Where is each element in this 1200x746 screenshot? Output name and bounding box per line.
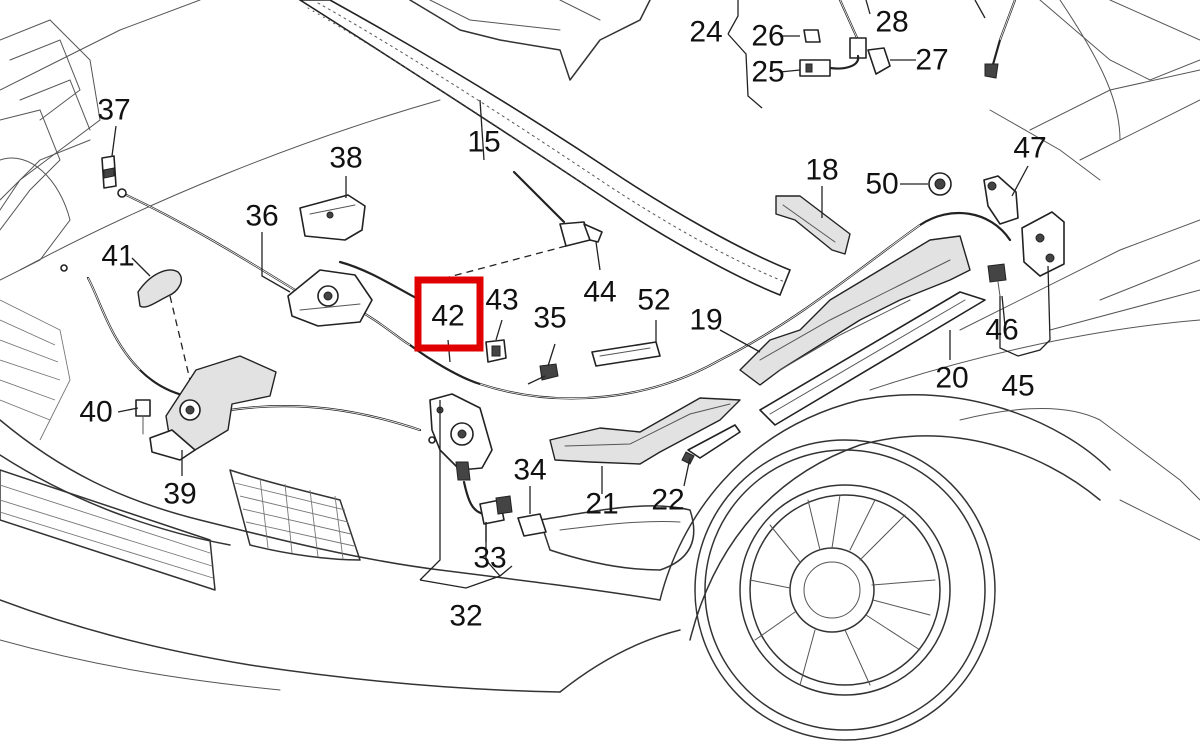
callout-38: 38 — [329, 142, 362, 175]
callout-37: 37 — [97, 94, 130, 127]
part-45-bracket — [1021, 211, 1065, 277]
callout-33: 33 — [473, 542, 506, 575]
part-21-panel — [549, 397, 741, 465]
callout-25: 25 — [751, 56, 784, 89]
part-18 — [775, 195, 851, 255]
callout-41: 41 — [101, 240, 134, 273]
callout-15: 15 — [467, 126, 500, 159]
part-33-sensor — [455, 461, 513, 525]
hood-seal-strip — [298, 0, 792, 297]
part-44-cable-tie — [429, 170, 603, 283]
callout-34: 34 — [513, 454, 546, 487]
callout-36: 36 — [245, 200, 278, 233]
callout-42: 42 — [431, 300, 464, 333]
release-cable — [60, 188, 1012, 444]
callout-21: 21 — [585, 488, 618, 521]
callout-28: 28 — [875, 6, 908, 39]
callout-47: 47 — [1013, 132, 1046, 165]
callout-45: 45 — [1001, 370, 1034, 403]
callout-18: 18 — [805, 154, 838, 187]
part-47-sensor — [983, 175, 1019, 225]
part-52-bracket — [591, 341, 661, 367]
callout-46: 46 — [985, 314, 1018, 347]
callout-52: 52 — [637, 284, 670, 317]
part-37-clip — [101, 155, 117, 189]
part-39-lever-bracket — [149, 355, 277, 461]
car-body-outline — [0, 0, 1200, 693]
part-36-latch — [287, 269, 373, 327]
part-19-seal — [739, 235, 971, 386]
callout-20: 20 — [935, 362, 968, 395]
callout-26: 26 — [751, 20, 784, 53]
callout-43: 43 — [485, 284, 518, 317]
callout-44: 44 — [583, 276, 616, 309]
callout-24: 24 — [689, 16, 722, 49]
callout-50: 50 — [865, 168, 898, 201]
part-32-lock — [429, 393, 493, 471]
front-wheel — [694, 439, 996, 741]
callout-27: 27 — [915, 44, 948, 77]
callouts: 15 18 19 20 21 22 24 25 26 27 28 32 33 3… — [79, 6, 1046, 633]
part-38-bracket — [299, 194, 366, 241]
callout-32: 32 — [449, 600, 482, 633]
hood-panel — [409, 0, 651, 81]
part-50-grommet — [928, 172, 952, 196]
part-46-bolt — [987, 263, 1007, 297]
callout-39: 39 — [163, 478, 196, 511]
callout-22: 22 — [651, 484, 684, 517]
part-20-strip — [759, 291, 986, 426]
part-43-clip — [485, 339, 507, 363]
part-41-handle — [137, 269, 191, 381]
callout-19: 19 — [689, 304, 722, 337]
part-22-bracket — [681, 424, 741, 465]
part-40-bolt — [135, 399, 151, 435]
washer-hose-group — [727, 0, 1017, 109]
part-34-connector — [517, 513, 547, 537]
callout-40: 40 — [79, 396, 112, 429]
callout-35: 35 — [533, 302, 566, 335]
part-35-screw — [527, 363, 559, 385]
highlight-box — [414, 276, 484, 352]
